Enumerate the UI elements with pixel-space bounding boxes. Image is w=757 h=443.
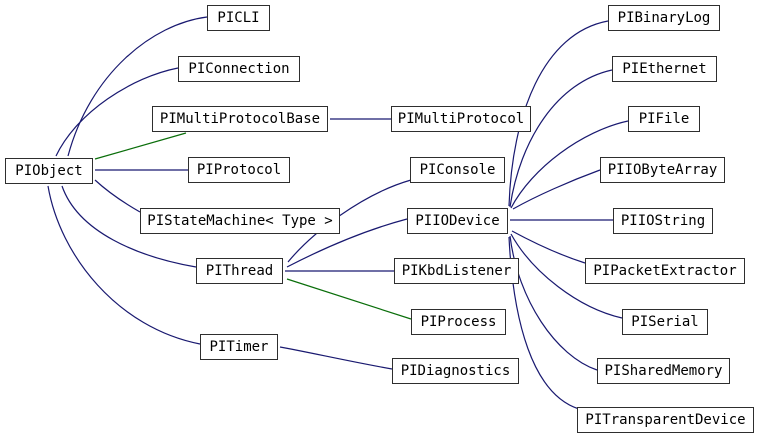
class-node-PIIOByteArray[interactable]: PIIOByteArray	[600, 157, 725, 183]
edge-PIProcess-to-PIThread	[286, 278, 412, 320]
edge-PIConsole-to-PIThread	[287, 179, 412, 263]
class-node-PIEthernet[interactable]: PIEthernet	[612, 56, 717, 82]
edge-PIMultiProtocolBase-to-PIObject	[94, 132, 187, 160]
edge-PIDiagnostics-to-PITimer	[279, 346, 393, 370]
class-node-PICLI[interactable]: PICLI	[207, 5, 270, 31]
class-node-PIConnection[interactable]: PIConnection	[178, 56, 300, 82]
class-node-PIProcess[interactable]: PIProcess	[411, 309, 506, 335]
class-node-PIStateMachine[interactable]: PIStateMachine< Type >	[140, 208, 340, 234]
class-node-PIIODevice[interactable]: PIIODevice	[407, 208, 508, 234]
edge-PIEthernet-to-PIIODevice	[509, 69, 613, 208]
edge-PITransparentDevice-to-PIIODevice	[508, 236, 580, 410]
class-node-PIIOString[interactable]: PIIOString	[613, 208, 713, 234]
class-node-PIConsole[interactable]: PIConsole	[410, 157, 505, 183]
edge-PIIOByteArray-to-PIIODevice	[512, 169, 601, 210]
class-node-PITransparentDevice[interactable]: PITransparentDevice	[577, 407, 754, 433]
class-node-PIMultiProtocol[interactable]: PIMultiProtocol	[391, 106, 531, 132]
edge-PITimer-to-PIObject	[47, 185, 201, 345]
class-node-PITimer[interactable]: PITimer	[200, 334, 278, 360]
edge-PIFile-to-PIIODevice	[510, 120, 629, 209]
class-node-PIProtocol[interactable]: PIProtocol	[188, 157, 290, 183]
class-node-PIObject[interactable]: PIObject	[5, 158, 93, 184]
edge-PISerial-to-PIIODevice	[510, 233, 623, 319]
class-node-PIKbdListener[interactable]: PIKbdListener	[394, 258, 519, 284]
class-node-PIThread[interactable]: PIThread	[196, 258, 283, 284]
class-node-PIDiagnostics[interactable]: PIDiagnostics	[392, 358, 519, 384]
class-node-PISerial[interactable]: PISerial	[622, 309, 708, 335]
edge-PICLI-to-PIObject	[67, 16, 208, 157]
edge-PIStateMachine-to-PIObject	[94, 179, 141, 213]
edge-PIBinaryLog-to-PIIODevice	[508, 20, 609, 207]
edge-PIPacketExtractor-to-PIIODevice	[511, 230, 586, 264]
edge-PIThread-to-PIObject	[61, 185, 197, 268]
edge-PIConnection-to-PIObject	[55, 67, 179, 157]
edge-PIIODevice-to-PIThread	[286, 218, 408, 268]
class-node-PIMultiProtocolBase[interactable]: PIMultiProtocolBase	[152, 106, 328, 132]
class-node-PIPacketExtractor[interactable]: PIPacketExtractor	[585, 258, 745, 284]
class-node-PIBinaryLog[interactable]: PIBinaryLog	[608, 5, 720, 31]
class-node-PIFile[interactable]: PIFile	[628, 106, 700, 132]
class-node-PISharedMemory[interactable]: PISharedMemory	[597, 358, 730, 384]
